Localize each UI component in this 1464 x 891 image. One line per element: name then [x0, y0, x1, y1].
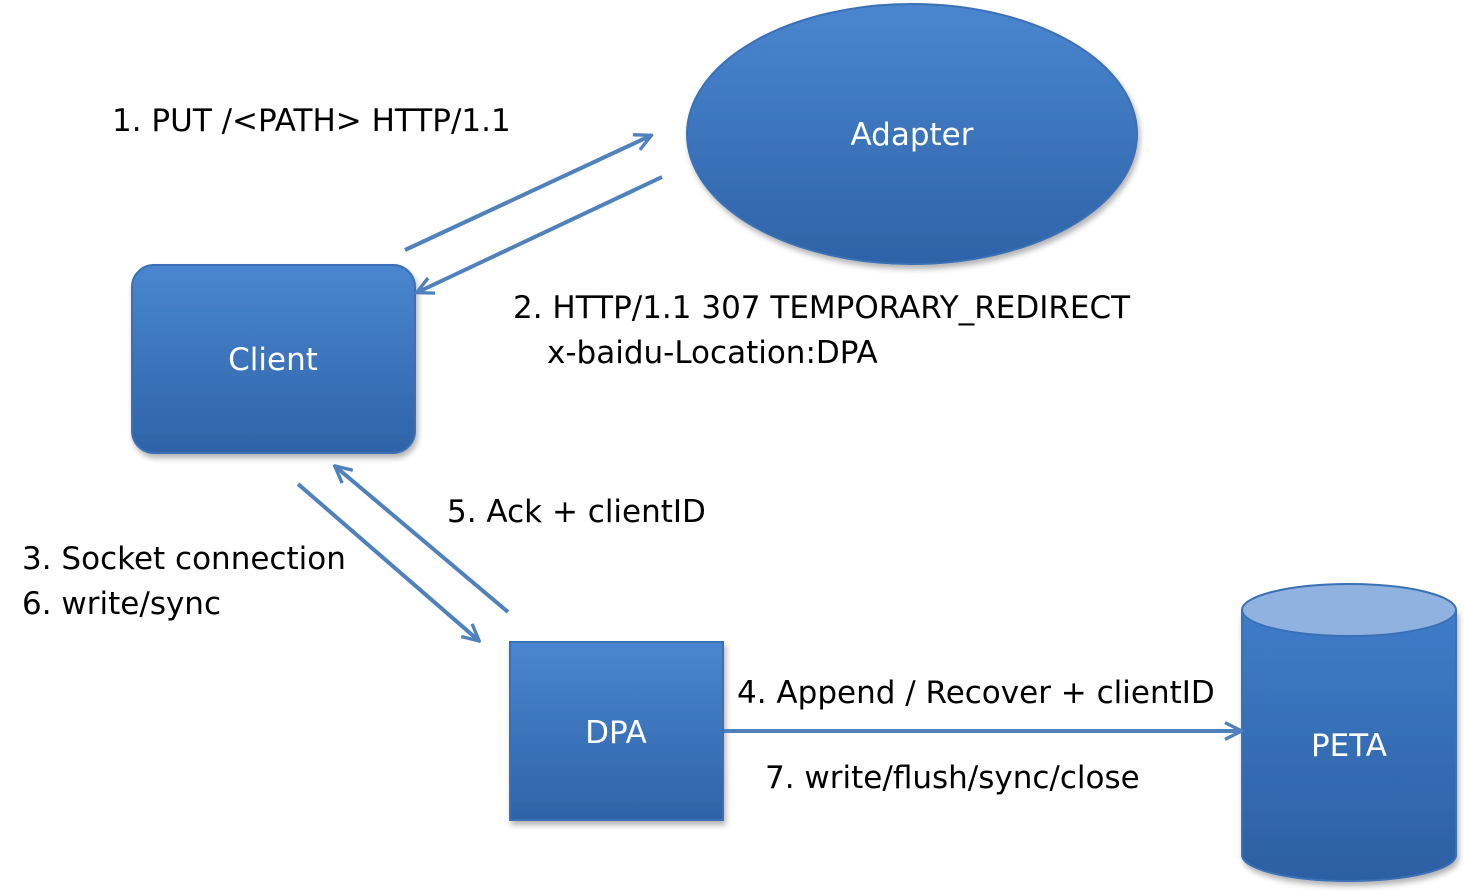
peta-cylinder-top — [1241, 583, 1457, 637]
client-label: Client — [228, 342, 318, 378]
peta-label: PETA — [1311, 728, 1387, 764]
label-redirect-line1: 2. HTTP/1.1 307 TEMPORARY_REDIRECT — [513, 290, 1131, 326]
peta-cylinder-body — [1241, 609, 1457, 882]
arrow-client-to-adapter — [404, 136, 650, 252]
adapter-shape — [686, 3, 1138, 265]
peta-node: PETA — [1241, 583, 1457, 882]
arrow-client-to-dpa — [296, 482, 478, 640]
arrow-dpa-to-client — [336, 467, 510, 614]
dpa-label: DPA — [585, 715, 647, 751]
label-ack: 5. Ack + clientID — [447, 494, 706, 530]
adapter-node: Adapter — [686, 3, 1138, 265]
label-socket-line1: 3. Socket connection — [22, 541, 346, 577]
label-redirect-line2: x-baidu-Location:DPA — [547, 335, 878, 371]
dpa-shape — [509, 641, 724, 821]
label-write-flush: 7. write/flush/sync/close — [765, 760, 1140, 796]
label-socket-line2: 6. write/sync — [22, 586, 221, 622]
label-put-request: 1. PUT /<PATH> HTTP/1.1 — [112, 103, 511, 139]
adapter-label: Adapter — [851, 117, 974, 153]
client-node: Client — [131, 264, 416, 454]
client-shape — [131, 264, 416, 454]
label-append: 4. Append / Recover + clientID — [737, 675, 1215, 711]
arrow-adapter-to-client — [418, 175, 663, 292]
dpa-node: DPA — [509, 641, 724, 821]
